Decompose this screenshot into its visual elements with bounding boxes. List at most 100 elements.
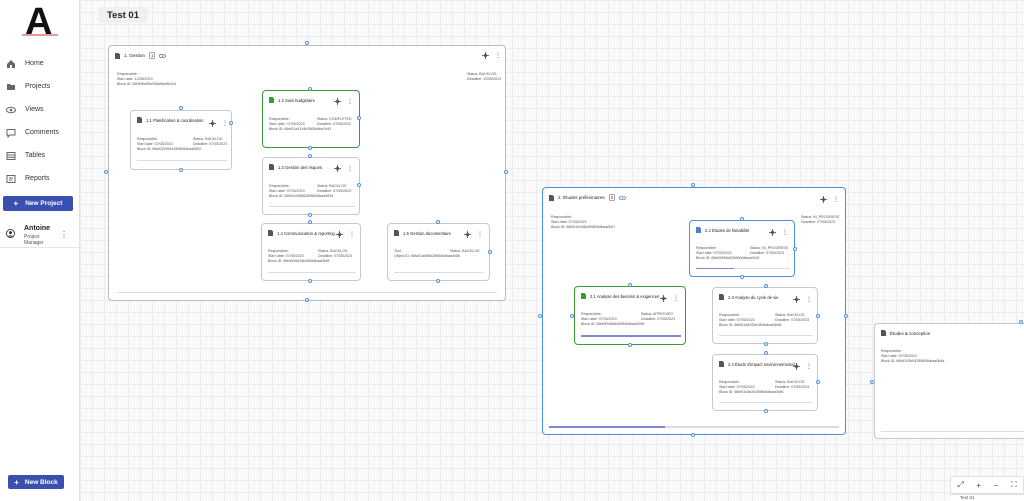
block-meta-right: Status: BACKLOG Deadline: 12/05/2023 — [467, 72, 501, 82]
connection-handle[interactable] — [740, 275, 744, 279]
more-options-icon[interactable]: ⋮ — [222, 120, 228, 127]
fit-view-icon[interactable]: ⤢ — [957, 480, 964, 489]
connection-handle[interactable] — [104, 170, 108, 174]
more-options-icon[interactable]: ⋮ — [782, 229, 788, 236]
sidebar-item-label: Projects — [25, 83, 51, 90]
more-options-icon[interactable]: ⋮ — [806, 363, 812, 370]
page-title[interactable]: Test 01 — [98, 7, 148, 23]
block-2-2[interactable]: 2.2 Études de faisabilité ⋮ Responsible:… — [689, 220, 795, 277]
block-etudes-conception[interactable]: Études & conception Responsible: Start d… — [874, 323, 1024, 439]
sidebar-item-reports[interactable]: Reports — [0, 167, 80, 190]
block-2-1[interactable]: 2.1 Analyse des besoins & exigences ⋮ Re… — [574, 286, 686, 345]
sidebar-item-tables[interactable]: Tables — [0, 144, 80, 167]
move-icon[interactable] — [334, 98, 341, 105]
connection-handle[interactable] — [870, 380, 874, 384]
connection-handle[interactable] — [357, 116, 361, 120]
user-card: Antoine Project Manager ⋮ — [4, 225, 76, 247]
more-options-icon[interactable]: ⋮ — [349, 231, 355, 238]
connection-handle[interactable] — [305, 298, 309, 302]
block-status: Status: IN_PROGRESS — [801, 215, 840, 219]
connection-handle[interactable] — [308, 154, 312, 158]
move-icon[interactable] — [336, 231, 343, 238]
block-title: 2. Études préliminaires — [558, 195, 605, 200]
connection-handle[interactable] — [179, 168, 183, 172]
connection-handle[interactable] — [179, 106, 183, 110]
fullscreen-icon[interactable]: ⛶ — [1011, 480, 1017, 489]
eye-icon[interactable] — [159, 53, 167, 58]
sidebar-item-home[interactable]: Home — [0, 52, 80, 75]
block-2-3[interactable]: 2.3 Analyse du cycle de vie ⋮ Responsibl… — [712, 287, 818, 344]
app-logo[interactable]: A — [22, 4, 58, 38]
sidebar-item-views[interactable]: Views — [0, 98, 80, 121]
connection-handle[interactable] — [628, 283, 632, 287]
connection-handle[interactable] — [357, 183, 361, 187]
connection-handle[interactable] — [628, 343, 632, 347]
avatar[interactable] — [6, 229, 15, 238]
block-start-date: Start date: 07/05/2023 — [581, 317, 617, 322]
block-1-3[interactable]: 1.3 Gestion des risques ⋮ Responsible: S… — [262, 157, 360, 215]
sidebar-item-projects[interactable]: Projects — [0, 75, 80, 98]
connection-handle[interactable] — [793, 247, 797, 251]
connection-handle[interactable] — [764, 342, 768, 346]
connection-handle[interactable] — [691, 433, 695, 437]
move-icon[interactable] — [660, 295, 667, 302]
block-2-4[interactable]: 2.4 Étude d'impact environnemental ⋮ Res… — [712, 354, 818, 411]
block-1-2[interactable]: 1.2 Suivi budgétaire ⋮ Responsible: Star… — [262, 90, 360, 148]
more-options-icon[interactable]: ⋮ — [806, 296, 812, 303]
connection-handle[interactable] — [229, 121, 233, 125]
connection-handle[interactable] — [764, 351, 768, 355]
move-icon[interactable] — [334, 165, 341, 172]
connection-handle[interactable] — [436, 279, 440, 283]
move-icon[interactable] — [209, 120, 216, 127]
connection-handle[interactable] — [308, 87, 312, 91]
block-1-5[interactable]: 1.5 Gestion documentaire ⋮ Tool: Object … — [387, 223, 490, 281]
zoom-in-button[interactable]: + — [976, 480, 982, 490]
move-icon[interactable] — [793, 363, 800, 370]
block-count-badge[interactable]: 1 — [148, 52, 156, 59]
connection-handle[interactable] — [308, 213, 312, 217]
connection-handle[interactable] — [538, 314, 542, 318]
move-icon[interactable] — [464, 231, 471, 238]
connection-handle[interactable] — [308, 220, 312, 224]
more-options-icon[interactable]: ⋮ — [347, 165, 353, 172]
connection-handle[interactable] — [488, 250, 492, 254]
connection-handle[interactable] — [691, 183, 695, 187]
connection-handle[interactable] — [1019, 320, 1023, 324]
eye-icon[interactable] — [619, 195, 627, 200]
connection-handle[interactable] — [764, 284, 768, 288]
connection-handle[interactable] — [816, 314, 820, 318]
move-icon[interactable] — [482, 52, 489, 59]
more-options-icon[interactable]: ⋮ — [477, 231, 483, 238]
block-1-1[interactable]: 1.1 Planification & coordination ⋮ Respo… — [130, 110, 232, 170]
connection-handle[interactable] — [570, 314, 574, 318]
move-icon[interactable] — [769, 229, 776, 236]
new-project-label: New Project — [25, 200, 63, 207]
new-project-button[interactable]: + New Project — [3, 196, 73, 211]
connection-handle[interactable] — [764, 409, 768, 413]
block-id: Block ID: 66fd01d6928e2806dbaa0b58 — [719, 323, 782, 328]
more-options-icon[interactable]: ⋮ — [673, 295, 679, 302]
move-icon[interactable] — [793, 296, 800, 303]
more-options-icon[interactable]: ⋮ — [347, 98, 353, 105]
connection-handle[interactable] — [740, 217, 744, 221]
sidebar: A Home Projects Views Comments — [0, 0, 80, 501]
more-options-icon[interactable]: ⋮ — [495, 52, 501, 59]
zoom-out-button[interactable]: − — [993, 480, 999, 490]
connection-handle[interactable] — [816, 380, 820, 384]
connection-handle[interactable] — [305, 41, 309, 45]
minimap[interactable]: Test 01 — [950, 494, 1024, 501]
connection-handle[interactable] — [504, 170, 508, 174]
move-icon[interactable] — [820, 196, 827, 203]
connection-handle[interactable] — [308, 146, 312, 150]
more-options-icon[interactable]: ⋮ — [833, 196, 839, 203]
new-block-button[interactable]: + New Block — [8, 475, 64, 489]
block-id: Block ID: 66f9f96d59e008d9be8e2c4 — [117, 82, 177, 87]
connection-handle[interactable] — [436, 220, 440, 224]
block-count-badge[interactable]: 2 — [608, 194, 616, 201]
report-icon — [6, 174, 16, 184]
connection-handle[interactable] — [844, 314, 848, 318]
block-1-4[interactable]: 1.4 Communication & reporting ⋮ Responsi… — [261, 223, 361, 281]
user-menu-icon[interactable]: ⋮ — [60, 230, 68, 239]
sidebar-item-comments[interactable]: Comments — [0, 121, 80, 144]
connection-handle[interactable] — [308, 279, 312, 283]
